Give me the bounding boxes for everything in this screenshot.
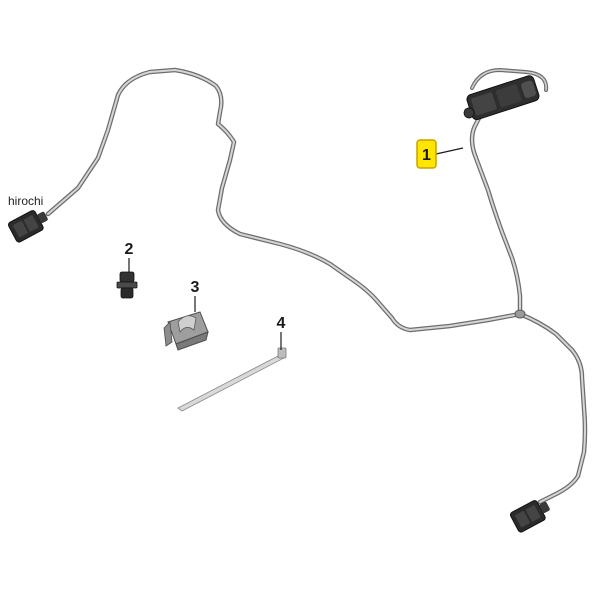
part-3-cable-clip xyxy=(163,311,209,351)
callout-3: 3 xyxy=(191,279,200,296)
harness-main-branch xyxy=(45,67,523,333)
callout-2-label: 2 xyxy=(125,241,134,258)
leader-lines xyxy=(128,147,464,350)
watermark-text: hirochi xyxy=(8,194,43,208)
harness-junction xyxy=(514,309,526,319)
leader-line-1 xyxy=(435,147,464,155)
harness-lower-branch xyxy=(517,311,588,505)
callout-4: 4 xyxy=(277,315,286,332)
relay-connector-block xyxy=(463,67,549,121)
part-4-cable-tie xyxy=(177,347,287,412)
callout-1-highlight xyxy=(416,139,437,169)
harness-lower-branch-core xyxy=(519,313,586,503)
callout-1: 1 xyxy=(416,139,437,169)
callout-4-label: 4 xyxy=(277,315,286,332)
left-connector xyxy=(7,210,48,243)
part-2-rivet xyxy=(116,271,138,299)
callout-1-label: 1 xyxy=(422,147,431,164)
bottom-connector xyxy=(509,500,550,533)
callout-2: 2 xyxy=(125,241,134,258)
harness-main-branch-core xyxy=(47,69,521,331)
harness-upper-branch-core xyxy=(471,111,521,315)
callout-3-label: 3 xyxy=(191,279,200,296)
wiring-harness xyxy=(45,67,588,505)
